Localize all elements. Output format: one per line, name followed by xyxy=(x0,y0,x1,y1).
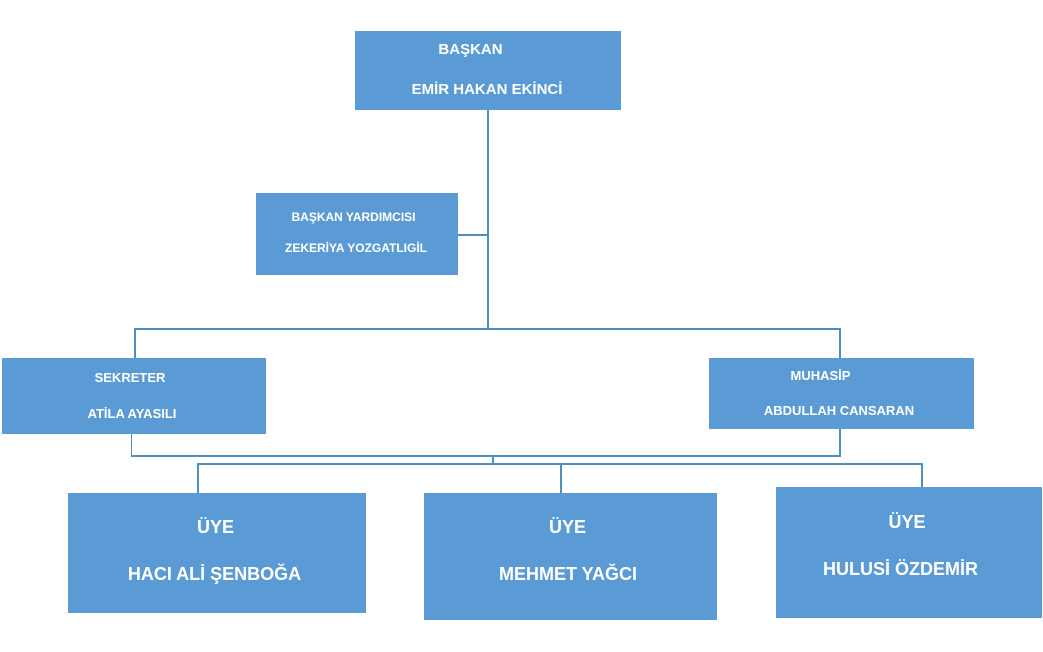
member-name: HULUSİ ÖZDEMİR xyxy=(823,559,978,579)
connector-president-trunk xyxy=(487,110,489,329)
member-box: ÜYE HULUSİ ÖZDEMİR xyxy=(776,487,1042,618)
connector-member-1-drop xyxy=(197,463,199,493)
member-name: HACI ALİ ŞENBOĞA xyxy=(127,564,302,584)
president-name: EMİR HAKAN EKİNCİ xyxy=(411,81,563,98)
member-box: ÜYE HACI ALİ ŞENBOĞA xyxy=(68,493,366,613)
connector-vice-president xyxy=(458,234,489,236)
president-box: BAŞKAN EMİR HAKAN EKİNCİ xyxy=(355,31,621,110)
connector-members-stem xyxy=(492,455,494,464)
treasurer-box: MUHASİP ABDULLAH CANSARAN xyxy=(709,358,974,429)
connector-secretary-down xyxy=(131,434,132,456)
secretary-box: SEKRETER ATİLA AYASILI xyxy=(2,358,266,434)
connector-mid-horizontal xyxy=(134,328,841,330)
connector-treasurer-drop xyxy=(839,328,841,359)
connector-secretary-drop xyxy=(134,328,136,359)
member-name: MEHMET YAĞCI xyxy=(498,564,638,584)
vice-president-role: BAŞKAN YARDIMCISI xyxy=(291,210,416,224)
connector-member-2-drop xyxy=(560,463,562,493)
vice-president-box: BAŞKAN YARDIMCISI ZEKERİYA YOZGATLIGİL xyxy=(256,193,458,275)
connector-member-3-drop xyxy=(921,463,923,487)
secretary-name: ATİLA AYASILI xyxy=(87,406,177,421)
connector-lower-horizontal xyxy=(131,455,841,457)
member-role: ÜYE xyxy=(888,512,926,532)
member-box: ÜYE MEHMET YAĞCI xyxy=(424,493,717,620)
connector-treasurer-down xyxy=(839,429,841,456)
member-role: ÜYE xyxy=(548,517,586,537)
treasurer-name: ABDULLAH CANSARAN xyxy=(763,403,915,418)
secretary-role: SEKRETER xyxy=(94,370,166,385)
treasurer-role: MUHASİP xyxy=(790,368,851,383)
president-role: BAŞKAN xyxy=(438,41,503,58)
member-role: ÜYE xyxy=(196,517,234,537)
vice-president-name: ZEKERİYA YOZGATLIGİL xyxy=(284,241,427,255)
